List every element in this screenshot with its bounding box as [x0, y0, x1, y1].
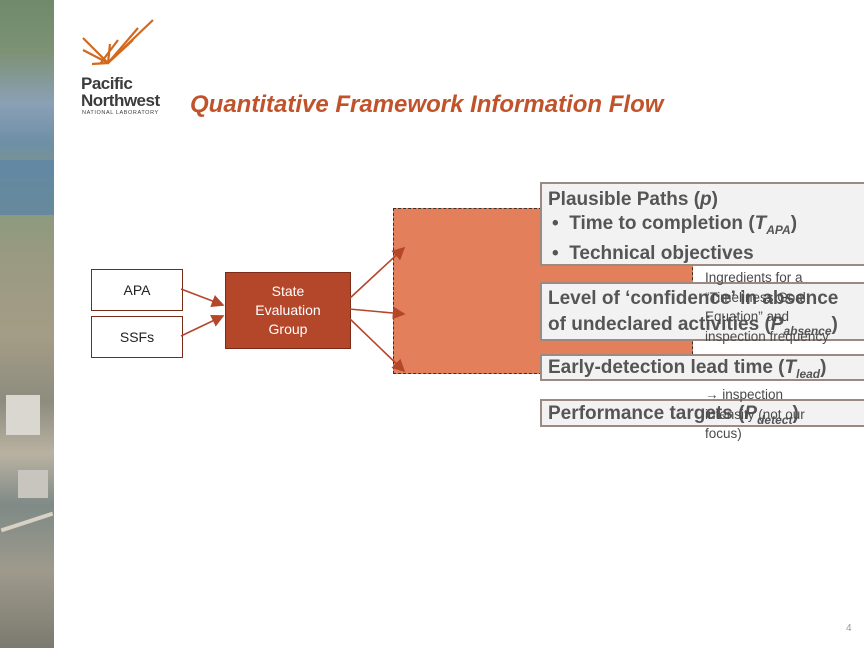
arrow-seg-to-paths — [348, 246, 406, 300]
intensity-note: → inspection intensity (not our focus) — [705, 387, 805, 441]
logo-text-northwest: Northwest — [81, 91, 160, 110]
state-evaluation-group-box: State Evaluation Group — [225, 272, 351, 349]
arrow-seg-to-confidence — [348, 306, 406, 320]
performance-targets-panel: Performance targets (Pdetect) — [540, 399, 864, 427]
lead-time-panel: Early-detection lead time (Tlead) — [540, 354, 864, 381]
performance-targets-text: Performance targets (Pdetect) — [548, 403, 799, 427]
lead-time-text: Early-detection lead time (Tlead) — [548, 357, 827, 381]
bullet-time-to-completion: • Time to completion (TAPA) — [552, 213, 798, 237]
ssfs-box: SSFs — [91, 316, 183, 358]
river — [0, 160, 54, 215]
side-aerial-photo — [0, 0, 54, 648]
logo-text-laboratory: NATIONAL LABORATORY — [82, 110, 159, 116]
state-evaluation-group-label: State Evaluation Group — [255, 283, 321, 337]
building — [6, 395, 40, 435]
plausible-paths-heading: Plausible Paths (p) — [548, 189, 718, 210]
apa-label: APA — [123, 282, 151, 298]
confidence-panel: Level of ‘confidence’ in absence of unde… — [540, 282, 864, 341]
arrow-seg-to-leadtime — [348, 317, 406, 373]
bullet-technical-objectives: • Technical objectives — [552, 242, 754, 264]
arrow-ssfs-to-seg — [180, 315, 225, 337]
building — [18, 470, 48, 498]
arrow-apa-to-seg — [180, 288, 225, 307]
apa-box: APA — [91, 269, 183, 311]
ssfs-label: SSFs — [119, 329, 155, 345]
confidence-line1: Level of ‘confidence’ in absence — [548, 288, 839, 309]
page-number: 4 — [846, 623, 852, 634]
pnnl-logo-icon — [82, 19, 154, 66]
ingredients-note: Ingredients for a “Timeliness Goal Equat… — [705, 270, 829, 344]
confidence-line2: of undeclared activities (Pabsence) — [548, 314, 838, 338]
slide-title: Quantitative Framework Information Flow — [190, 91, 664, 118]
logo-text-pacific: Pacific — [81, 74, 133, 93]
plausible-paths-panel: Plausible Paths (p) • Time to completion… — [540, 182, 864, 266]
